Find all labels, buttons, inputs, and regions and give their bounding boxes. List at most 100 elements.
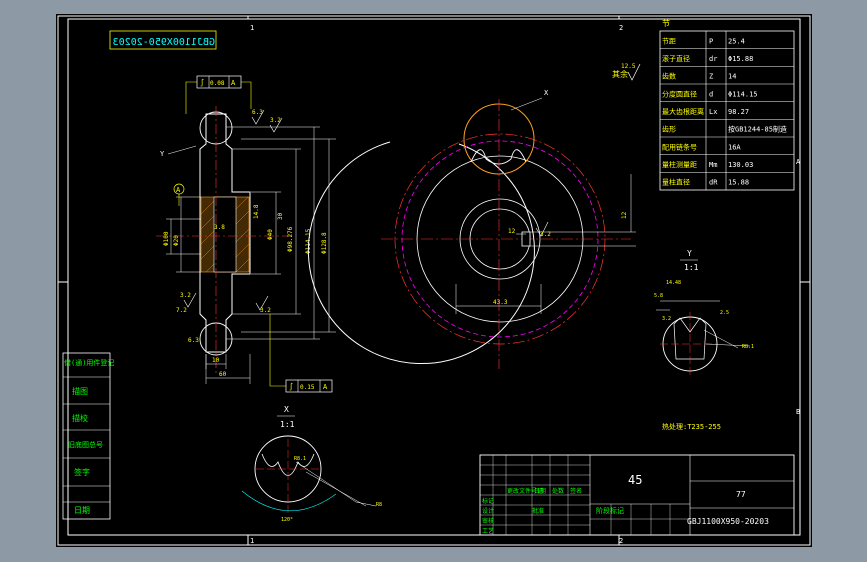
svg-text:批准: 批准	[532, 507, 544, 515]
svg-text:3.2: 3.2	[540, 231, 551, 238]
svg-text:Y: Y	[160, 150, 165, 158]
title-block: 更改文件号记 标记 设计 审核 工艺 批准 日期 处数 签名 阶段标记 45 7…	[479, 454, 795, 536]
drawing-code: GBJ1100X950-20203	[687, 517, 769, 526]
svg-text:12: 12	[621, 211, 628, 219]
svg-text:X: X	[284, 405, 289, 414]
svg-text:30: 30	[277, 212, 284, 220]
svg-text:A: A	[323, 383, 328, 391]
svg-text:12: 12	[508, 228, 516, 235]
param-val: 按GB1244-85制造	[728, 125, 787, 134]
svg-text:Φ128.8: Φ128.8	[321, 232, 328, 254]
mirrored-code-box: GBJ1100X950-20203	[109, 30, 217, 50]
scale: 77	[736, 490, 746, 499]
svg-text:0.15: 0.15	[300, 384, 315, 391]
cad-viewport[interactable]: 1 2 1 2 A B 节 GBJ1100X950-20203 借(通)用件登记…	[56, 14, 812, 547]
svg-text:3.2: 3.2	[260, 307, 271, 314]
svg-text:3.2: 3.2	[662, 316, 671, 322]
svg-text:R8.1: R8.1	[294, 456, 306, 462]
svg-text:3.8: 3.8	[214, 224, 225, 231]
param-sym: Lx	[709, 108, 717, 116]
svg-text:5.8: 5.8	[654, 293, 663, 299]
svg-text:∫: ∫	[200, 78, 204, 87]
param-name: 齿形	[662, 126, 676, 134]
svg-text:日期: 日期	[534, 487, 546, 495]
svg-text:处数: 处数	[552, 487, 564, 495]
svg-text:1:1: 1:1	[684, 263, 699, 272]
svg-text:1:1: 1:1	[280, 420, 295, 429]
detail-y: Y 1:1 14.48 5.8 3.2 2.5 R8.1	[654, 249, 754, 376]
svg-text:更改文件号记: 更改文件号记	[507, 487, 543, 495]
svg-text:A: A	[231, 79, 236, 87]
param-val: 25.4	[728, 37, 745, 45]
svg-text:Φ98.276: Φ98.276	[287, 226, 294, 252]
svg-text:10: 10	[212, 357, 220, 364]
material: 45	[628, 473, 642, 487]
svg-text:Φ40: Φ40	[267, 229, 274, 240]
svg-text:X: X	[544, 89, 549, 97]
svg-text:标记: 标记	[482, 497, 494, 505]
svg-text:7.2: 7.2	[176, 307, 187, 314]
param-val: 14	[728, 73, 736, 81]
svg-text:6.3: 6.3	[188, 337, 199, 344]
param-sym: Mm	[709, 161, 717, 169]
param-sym: dR	[709, 179, 718, 187]
zone-mark: 1	[250, 24, 254, 32]
svg-text:R8.1: R8.1	[742, 344, 754, 350]
svg-text:12.5: 12.5	[621, 63, 636, 70]
svg-text:6.3: 6.3	[252, 109, 263, 116]
param-val: 98.27	[728, 108, 749, 116]
zone-mark: A	[796, 158, 801, 166]
svg-text:14.48: 14.48	[666, 280, 681, 286]
svg-text:R8: R8	[376, 502, 382, 508]
param-val: 16A	[728, 143, 741, 151]
svg-text:Y: Y	[687, 249, 692, 258]
param-sym: d	[709, 90, 713, 98]
section-view: ∫ 0.08 A	[156, 75, 336, 393]
param-val: Φ15.88	[728, 55, 753, 63]
param-val: 15.88	[728, 179, 749, 187]
heat-note: 热处理:T235-255	[662, 422, 721, 431]
drawing-border	[67, 18, 801, 536]
svg-text:A: A	[176, 186, 181, 194]
param-name: 配用链条号	[662, 142, 697, 151]
svg-text:14.8: 14.8	[253, 204, 260, 219]
svg-text:签名: 签名	[570, 487, 582, 495]
title-stamp: 节	[662, 19, 670, 28]
stamp-row: 日期	[74, 506, 90, 515]
svg-text:Φ20: Φ20	[173, 235, 180, 246]
svg-text:设计: 设计	[482, 507, 494, 515]
detail-x: X 1:1 R8.1 120° R8	[241, 405, 382, 523]
svg-text:其余: 其余	[612, 69, 628, 79]
sheet-border	[57, 15, 811, 546]
param-sym: dr	[709, 55, 717, 63]
param-name: 分度圆直径	[662, 89, 697, 98]
svg-text:3.2: 3.2	[180, 292, 191, 299]
stamp-row: 描图	[72, 386, 88, 396]
svg-text:∫: ∫	[289, 382, 293, 391]
svg-text:0.08: 0.08	[210, 80, 225, 87]
zone-mark: 2	[619, 24, 623, 32]
param-name: 节距	[662, 37, 676, 45]
svg-text:43.3: 43.3	[493, 299, 508, 306]
param-sym: Z	[709, 73, 713, 81]
surface-note: 其余 12.5	[612, 63, 641, 81]
param-val: 130.03	[728, 161, 753, 169]
param-name: 量柱直径	[662, 178, 690, 187]
param-val: Φ114.15	[728, 90, 758, 98]
mirrored-code: GBJ1100X950-20203	[113, 37, 215, 48]
param-sym: P	[709, 37, 713, 45]
front-view: 43.3 12 12 3.2 X	[307, 89, 636, 369]
svg-text:60: 60	[219, 371, 227, 378]
svg-text:工艺: 工艺	[482, 527, 494, 535]
svg-text:阶段标记: 阶段标记	[596, 506, 624, 515]
left-stamp-block: 借(通)用件登记 描图 描校 旧底图总号 签字 日期	[62, 352, 114, 520]
svg-text:120°: 120°	[281, 517, 293, 523]
svg-text:2.5: 2.5	[720, 310, 729, 316]
zone-mark: 2	[619, 537, 623, 545]
param-name: 最大齿根距离	[662, 107, 704, 116]
svg-text:Φ100: Φ100	[163, 231, 170, 246]
param-name: 滚子直径	[662, 54, 690, 63]
svg-text:审核: 审核	[482, 517, 494, 525]
drawing-canvas[interactable]: 1 2 1 2 A B 节 GBJ1100X950-20203 借(通)用件登记…	[56, 14, 812, 547]
